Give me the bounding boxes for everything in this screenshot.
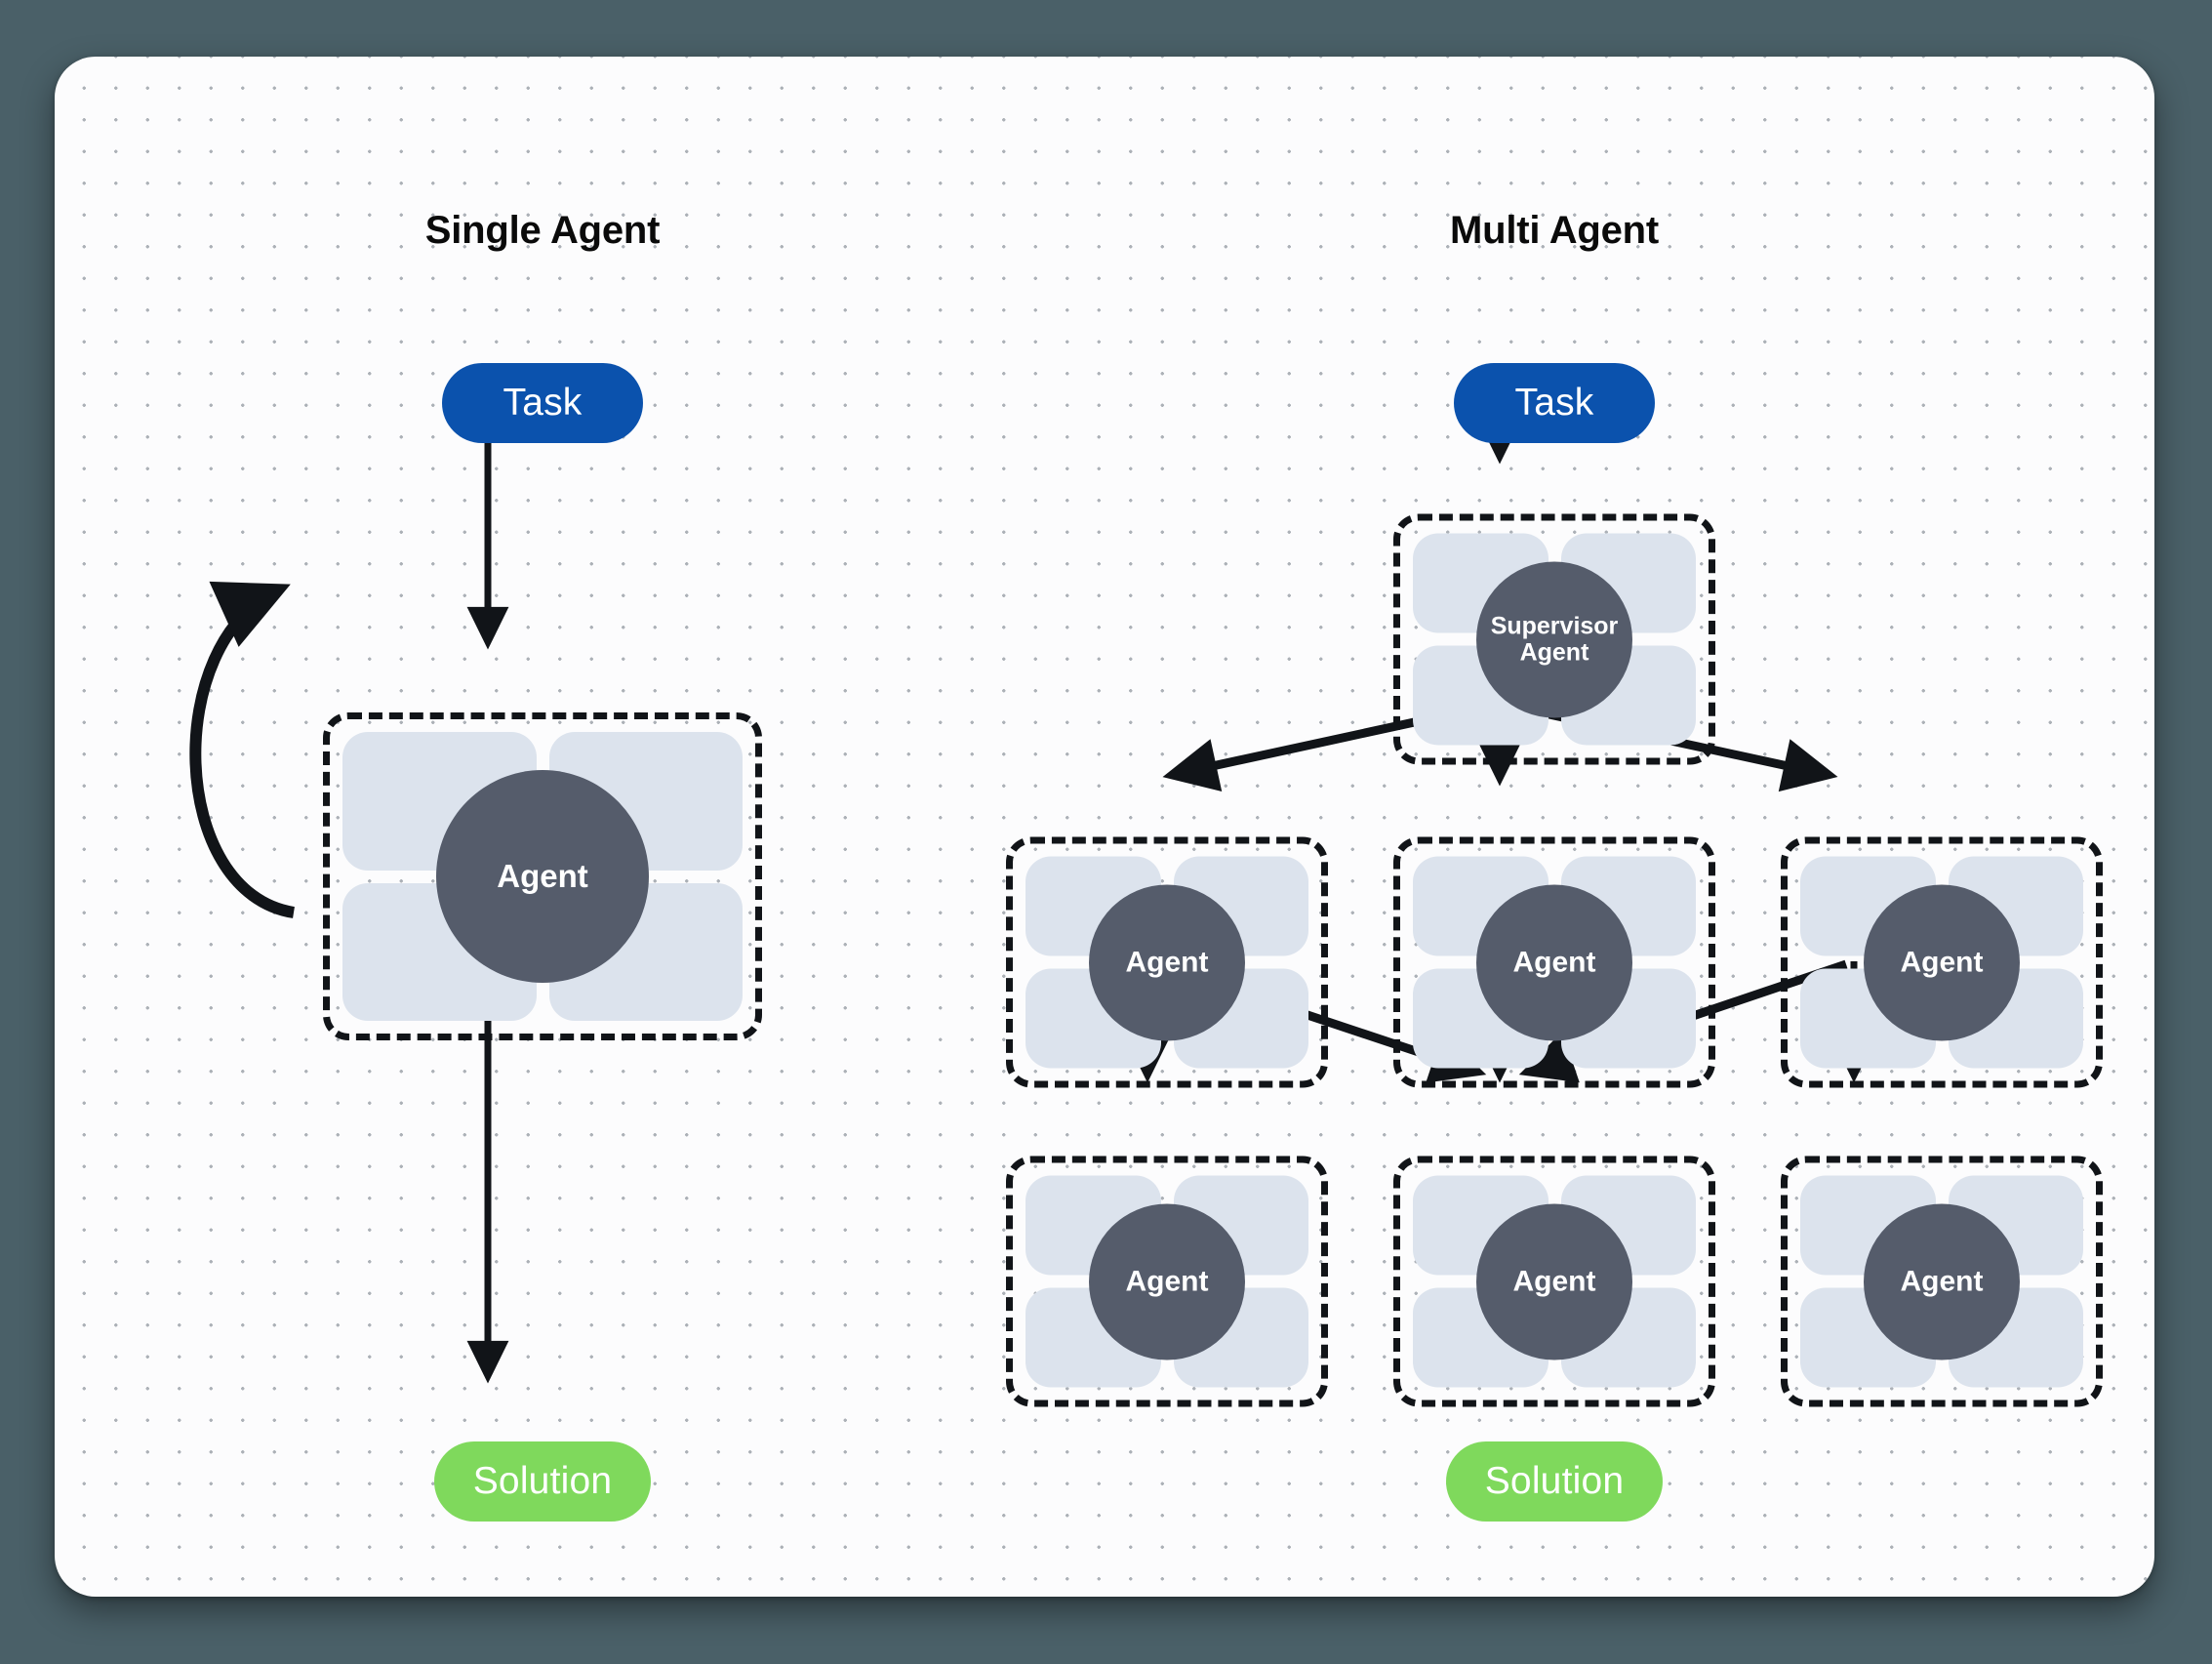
worker-row1-left-cluster[interactable]: Agent bbox=[1006, 836, 1328, 1088]
edge-agent-self-loop bbox=[189, 582, 296, 918]
single-solution-label: Solution bbox=[472, 1460, 613, 1502]
column-title-single-agent: Single Agent bbox=[424, 209, 661, 252]
supervisor-agent-core[interactable]: Supervisor Agent bbox=[1476, 561, 1632, 717]
worker-row1-middle-cluster[interactable]: Agent bbox=[1393, 836, 1715, 1088]
worker-row2-right-cluster[interactable]: Agent bbox=[1781, 1156, 2103, 1407]
single-task-label: Task bbox=[503, 382, 583, 424]
worker-row1-middle-core[interactable]: Agent bbox=[1476, 884, 1632, 1040]
worker-row1-left-core[interactable]: Agent bbox=[1089, 884, 1245, 1040]
column-title-multi-agent: Multi Agent bbox=[1449, 209, 1660, 252]
worker-row2-middle-core[interactable]: Agent bbox=[1476, 1203, 1632, 1360]
worker-row2-left-cluster[interactable]: Agent bbox=[1006, 1156, 1328, 1407]
multi-task-node[interactable]: Task bbox=[1454, 363, 1655, 443]
agent-label: Agent bbox=[1900, 946, 1984, 979]
multi-solution-node[interactable]: Solution bbox=[1446, 1441, 1663, 1522]
worker-row2-right-core[interactable]: Agent bbox=[1864, 1203, 2020, 1360]
single-solution-node[interactable]: Solution bbox=[434, 1441, 651, 1522]
single-agent-label: Agent bbox=[497, 857, 588, 894]
agent-label: Agent bbox=[1900, 1265, 1984, 1298]
worker-row2-middle-cluster[interactable]: Agent bbox=[1393, 1156, 1715, 1407]
worker-row1-right-core[interactable]: Agent bbox=[1864, 884, 2020, 1040]
multi-solution-label: Solution bbox=[1484, 1460, 1625, 1502]
single-agent-core[interactable]: Agent bbox=[436, 770, 649, 983]
agent-label: Agent bbox=[1125, 1265, 1209, 1298]
agent-label: Agent bbox=[1512, 1265, 1596, 1298]
multi-task-label: Task bbox=[1514, 382, 1594, 424]
supervisor-agent-cluster[interactable]: Supervisor Agent bbox=[1393, 513, 1715, 765]
diagram-card: Single Agent Multi Agent Task Agent Solu… bbox=[55, 57, 2154, 1597]
supervisor-label-line2: Agent bbox=[1519, 638, 1589, 666]
agent-label: Agent bbox=[1125, 946, 1209, 979]
worker-row1-right-cluster[interactable]: Agent bbox=[1781, 836, 2103, 1088]
single-task-node[interactable]: Task bbox=[442, 363, 643, 443]
supervisor-label-line1: Supervisor bbox=[1490, 612, 1619, 640]
single-agent-cluster[interactable]: Agent bbox=[323, 712, 762, 1040]
worker-row2-left-core[interactable]: Agent bbox=[1089, 1203, 1245, 1360]
agent-label: Agent bbox=[1512, 946, 1596, 979]
